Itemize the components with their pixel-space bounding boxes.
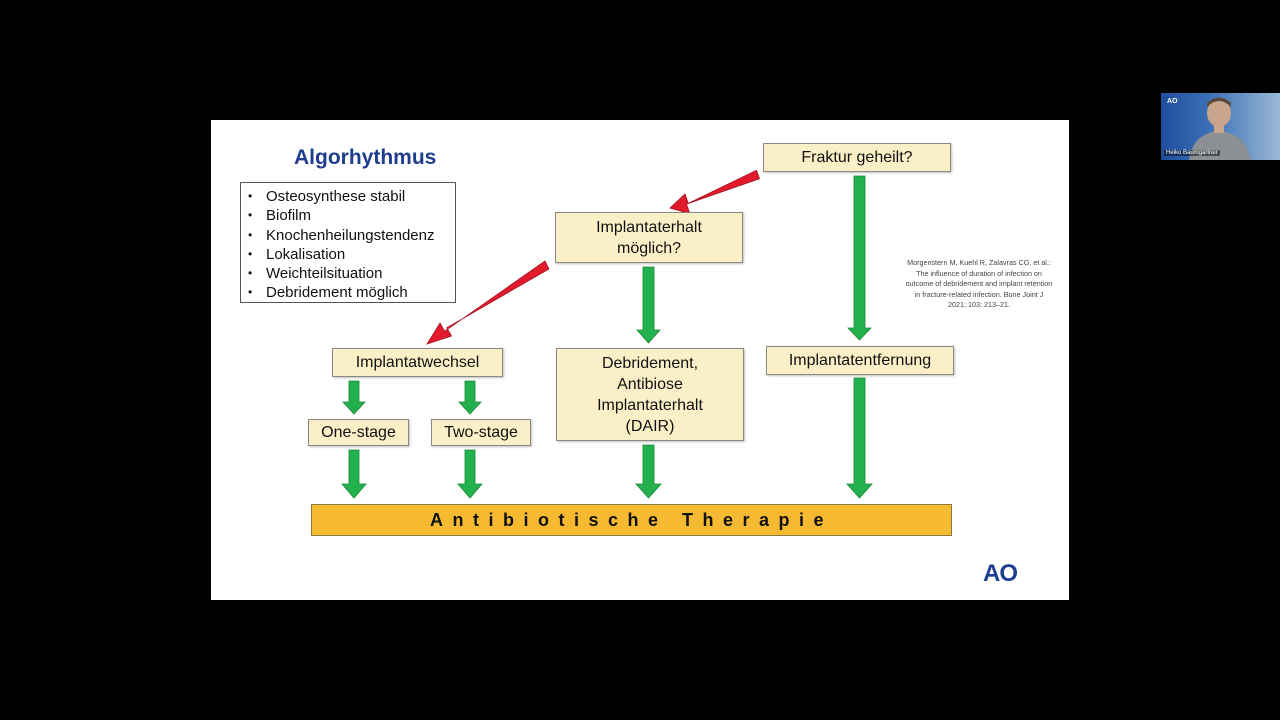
video-ao-logo: AO — [1167, 98, 1178, 105]
box-two-stage: Two-stage — [431, 419, 531, 446]
criteria-item: Lokalisation — [241, 245, 455, 265]
criteria-item: Debridement möglich — [241, 283, 455, 303]
box-fraktur-geheilt: Fraktur geheilt? — [763, 143, 951, 172]
flow-arrows — [341, 169, 873, 499]
presentation-slide: Algorhythmus Osteosynthese stabil Biofil… — [211, 120, 1069, 600]
green-arrow — [457, 449, 483, 499]
green-arrow — [342, 380, 366, 415]
criteria-item: Biofilm — [241, 206, 455, 226]
reference-citation: Morgenstern M, Kuehl R, Zalavras CG, et … — [905, 258, 1053, 309]
criteria-list: Osteosynthese stabil Biofilm Knochenheil… — [240, 182, 456, 303]
participant-name-label: Heiko Baumgartner — [1164, 150, 1220, 156]
criteria-item: Weichteilsituation — [241, 264, 455, 284]
therapy-bar: Antibiotische Therapie — [311, 504, 952, 536]
red-arrow — [669, 169, 761, 215]
green-arrow — [341, 449, 367, 499]
green-arrow — [846, 377, 873, 499]
green-arrow — [458, 380, 482, 415]
box-implantatwechsel: Implantatwechsel — [332, 348, 503, 377]
participant-video-tile[interactable]: AO Heiko Baumgartner — [1161, 93, 1280, 160]
participant-avatar — [1189, 97, 1251, 160]
green-arrow — [636, 266, 661, 344]
criteria-item: Osteosynthese stabil — [241, 187, 455, 207]
box-implantatentfernung: Implantatentfernung — [766, 346, 954, 375]
green-arrow — [635, 444, 662, 499]
box-dair: Debridement, Antibiose Implantaterhalt (… — [556, 348, 744, 441]
slide-title: Algorhythmus — [294, 146, 437, 169]
box-one-stage: One-stage — [308, 419, 409, 446]
red-arrow — [426, 260, 550, 345]
criteria-item: Knochenheilungstendenz — [241, 226, 455, 246]
box-implantaterhalt: Implantaterhalt möglich? — [555, 212, 743, 263]
green-arrow — [847, 175, 872, 341]
ao-logo: AO — [983, 560, 1018, 587]
